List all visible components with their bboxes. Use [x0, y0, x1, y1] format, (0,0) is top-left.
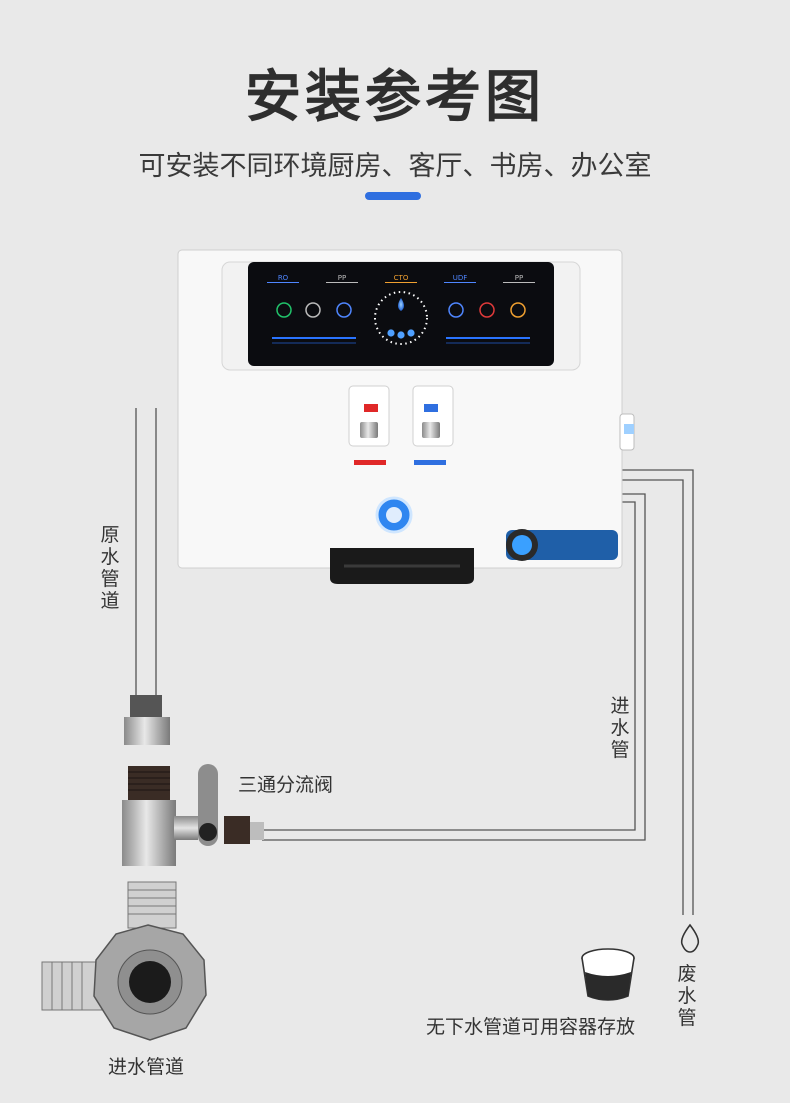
raw-pipe-label: 原水管道	[100, 524, 120, 612]
water-drop-outline-icon	[680, 923, 700, 953]
filter-tag-4: PP	[503, 274, 535, 283]
inlet-main-valve	[41, 881, 207, 1041]
status-shield-icon	[448, 302, 464, 318]
filter-tag-3: UDF	[444, 274, 476, 283]
filter-tag-2: CTO	[385, 274, 417, 283]
tee-valve-label: 三通分流阀	[238, 774, 334, 796]
dotted-ring	[374, 291, 428, 345]
raw-water-pipe	[135, 408, 157, 695]
waste-pipe-label: 废水管	[677, 963, 697, 1029]
hot-water-tap	[348, 385, 390, 465]
filter-tag-1: PP	[326, 274, 358, 283]
container-note: 无下水管道可用容器存放	[426, 1016, 636, 1038]
filter-tag-0: RO	[267, 274, 299, 283]
control-panel	[248, 262, 554, 366]
status-green-icon	[276, 302, 292, 318]
inlet-pipe	[262, 493, 646, 841]
waste-pipe	[622, 469, 694, 915]
accent-bar	[365, 192, 421, 200]
inlet-main-label: 进水管道	[108, 1056, 185, 1078]
status-cup-icon	[510, 302, 526, 318]
page-subtitle: 可安装不同环境厨房、客厅、书房、办公室	[138, 151, 652, 182]
status-grey-icon	[305, 302, 321, 318]
inlet-pipe-label: 进水管	[610, 695, 630, 761]
page-title: 安装参考图	[245, 65, 545, 130]
cold-water-tap	[412, 385, 454, 465]
water-purifier	[177, 249, 635, 584]
water-drop-icon	[398, 298, 404, 311]
tee-valve	[122, 764, 264, 866]
pipe-connector	[124, 695, 170, 745]
bucket-icon	[581, 948, 635, 1001]
status-blue-icon	[336, 302, 352, 318]
status-heat-icon	[479, 302, 495, 318]
logo-sticker	[506, 529, 618, 561]
